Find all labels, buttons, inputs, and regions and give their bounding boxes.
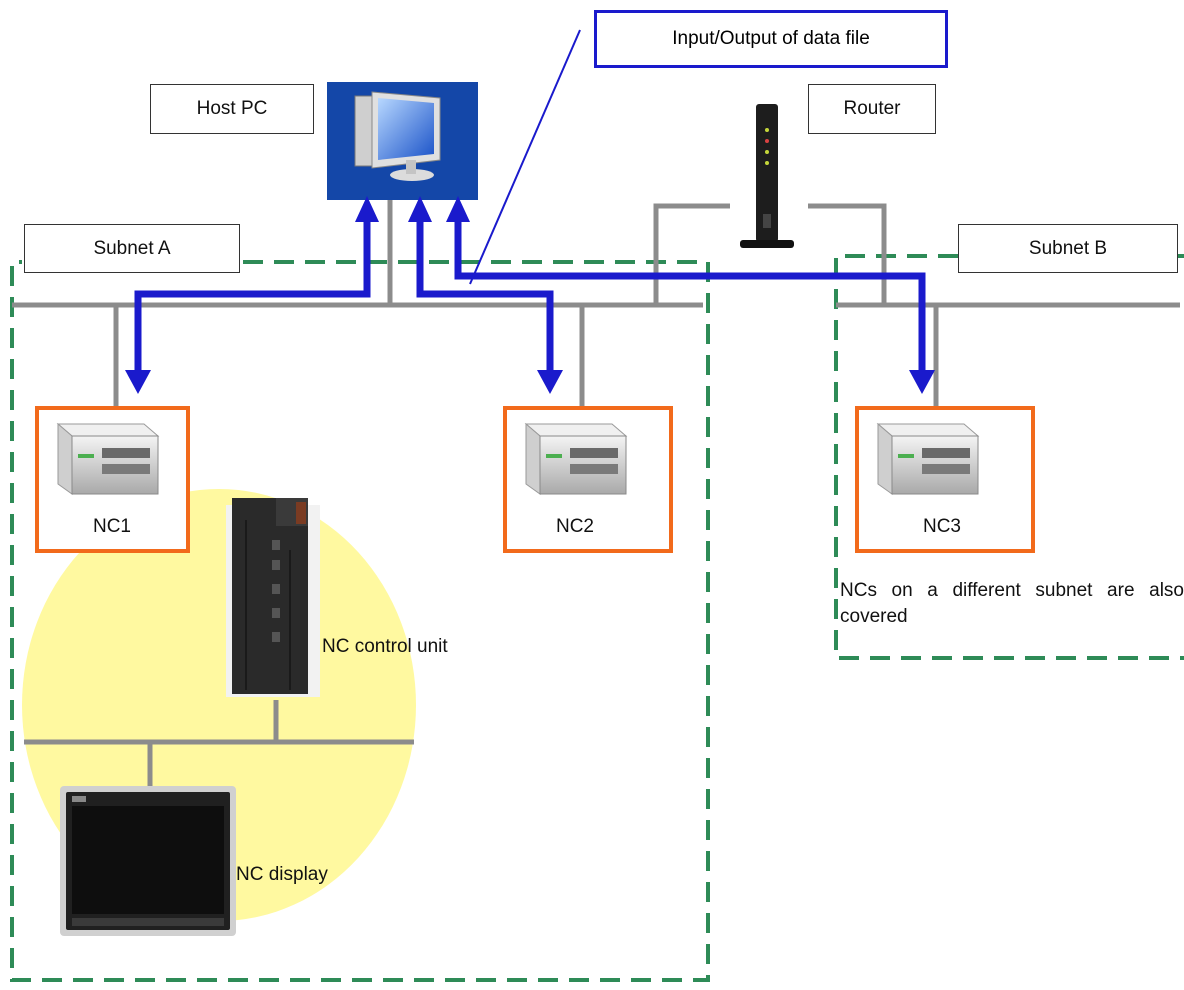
nc1-label: NC1 (92, 516, 131, 537)
router-icon (740, 104, 794, 248)
callout-leader (469, 29, 581, 285)
router-label: Router (808, 84, 936, 134)
nc3-server-icon (877, 423, 979, 495)
nc-display-icon (60, 786, 236, 936)
subnet-a-border (10, 260, 710, 982)
nc-display-label: NC display (236, 864, 328, 885)
callout-text: Input/Output of data file (672, 28, 870, 49)
arrow-heads (125, 196, 935, 394)
nc-control-unit-label: NC control unit (322, 636, 448, 657)
host-pc-label: Host PC (150, 84, 314, 134)
network-lines (12, 200, 1180, 788)
nc3-label: NC3 (922, 516, 961, 537)
subnet-b-label: Subnet B (958, 224, 1178, 273)
nc2-server-icon (525, 423, 627, 495)
nc2-label: NC2 (555, 516, 594, 537)
data-arrows (134, 220, 926, 374)
callout-data-file: Input/Output of data file (594, 10, 948, 68)
subnet-b-border (834, 254, 1184, 660)
subnet-a-label: Subnet A (24, 224, 240, 273)
host-pc-icon (327, 82, 478, 200)
subnet-note: NCs on a different subnet are also cover… (840, 580, 1184, 627)
nc-control-unit-icon (226, 498, 320, 697)
nc1-server-icon (57, 423, 159, 495)
